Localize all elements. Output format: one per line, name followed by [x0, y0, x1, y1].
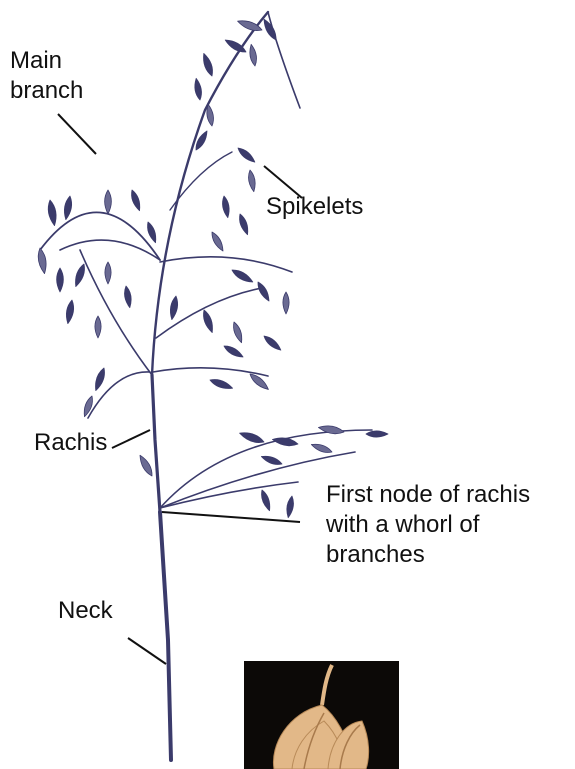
spikelet: [255, 280, 271, 302]
spikelet: [105, 262, 111, 284]
spikelet: [285, 495, 295, 518]
whorl-branch-low: [160, 482, 298, 508]
main-branch-leader: [58, 114, 96, 154]
spikelet: [82, 395, 95, 418]
left-upper-branch: [60, 240, 160, 260]
spikelet: [169, 295, 180, 320]
spikelet: [238, 430, 265, 446]
spikelet: [193, 78, 203, 101]
main-branch: [40, 212, 160, 260]
spikelet: [248, 44, 258, 67]
spikelet: [247, 169, 257, 192]
spikelet: [236, 18, 263, 34]
main-branch-label-line-1: Main: [10, 46, 83, 76]
rachis-label: Rachis: [34, 428, 107, 458]
main-branch-label: Main branch: [10, 46, 83, 106]
spikelet: [209, 377, 234, 392]
first-node-label-line-1: First node of rachis: [326, 480, 530, 510]
spikelet: [310, 442, 333, 455]
oat-panicle-illustration: [36, 12, 388, 760]
spikelet: [209, 230, 225, 252]
spikelet: [272, 436, 299, 448]
neck-leader: [128, 638, 166, 664]
spikelet: [145, 221, 158, 244]
main-branch-label-line-2: branch: [10, 76, 83, 106]
spikelet: [260, 454, 283, 467]
first-node-label-line-3: branches: [326, 540, 530, 570]
spikelet: [222, 343, 244, 359]
spikelet: [318, 424, 345, 436]
spikelet: [237, 213, 250, 236]
spikelet: [262, 334, 283, 353]
spikelet: [95, 316, 101, 338]
spikelet: [73, 263, 88, 288]
spikelet: [236, 146, 257, 165]
left-mid-branch: [80, 250, 152, 375]
spikelet: [46, 199, 58, 226]
spikelet: [230, 267, 254, 285]
spikelet: [231, 321, 244, 344]
neck-stem: [160, 512, 171, 760]
spikelet: [201, 309, 216, 334]
spikelets-label: Spikelets: [266, 192, 363, 222]
spikelet: [65, 299, 76, 324]
spikelet: [57, 268, 64, 292]
first-node-leader: [162, 512, 300, 522]
spikelet: [366, 431, 388, 437]
spikelet: [259, 489, 272, 512]
oat-spikelet-photo: [244, 661, 399, 769]
neck-label: Neck: [58, 596, 113, 626]
spikelet: [129, 189, 142, 212]
rachis-leader: [112, 430, 150, 448]
spikelet: [36, 247, 48, 274]
spikelet: [105, 190, 112, 214]
first-node-label: First node of rachis with a whorl of bra…: [326, 480, 530, 570]
right-upper-branch: [160, 257, 292, 272]
first-node-label-line-2: with a whorl of: [326, 510, 530, 540]
spikelet: [93, 367, 108, 392]
hook-branch: [268, 12, 300, 108]
spikelet: [224, 37, 248, 55]
spikelet: [283, 292, 289, 314]
spikelet: [63, 195, 74, 220]
spikelet: [123, 285, 133, 308]
spikelet: [221, 195, 231, 218]
spikelet: [137, 454, 155, 478]
spikelet: [201, 52, 216, 77]
